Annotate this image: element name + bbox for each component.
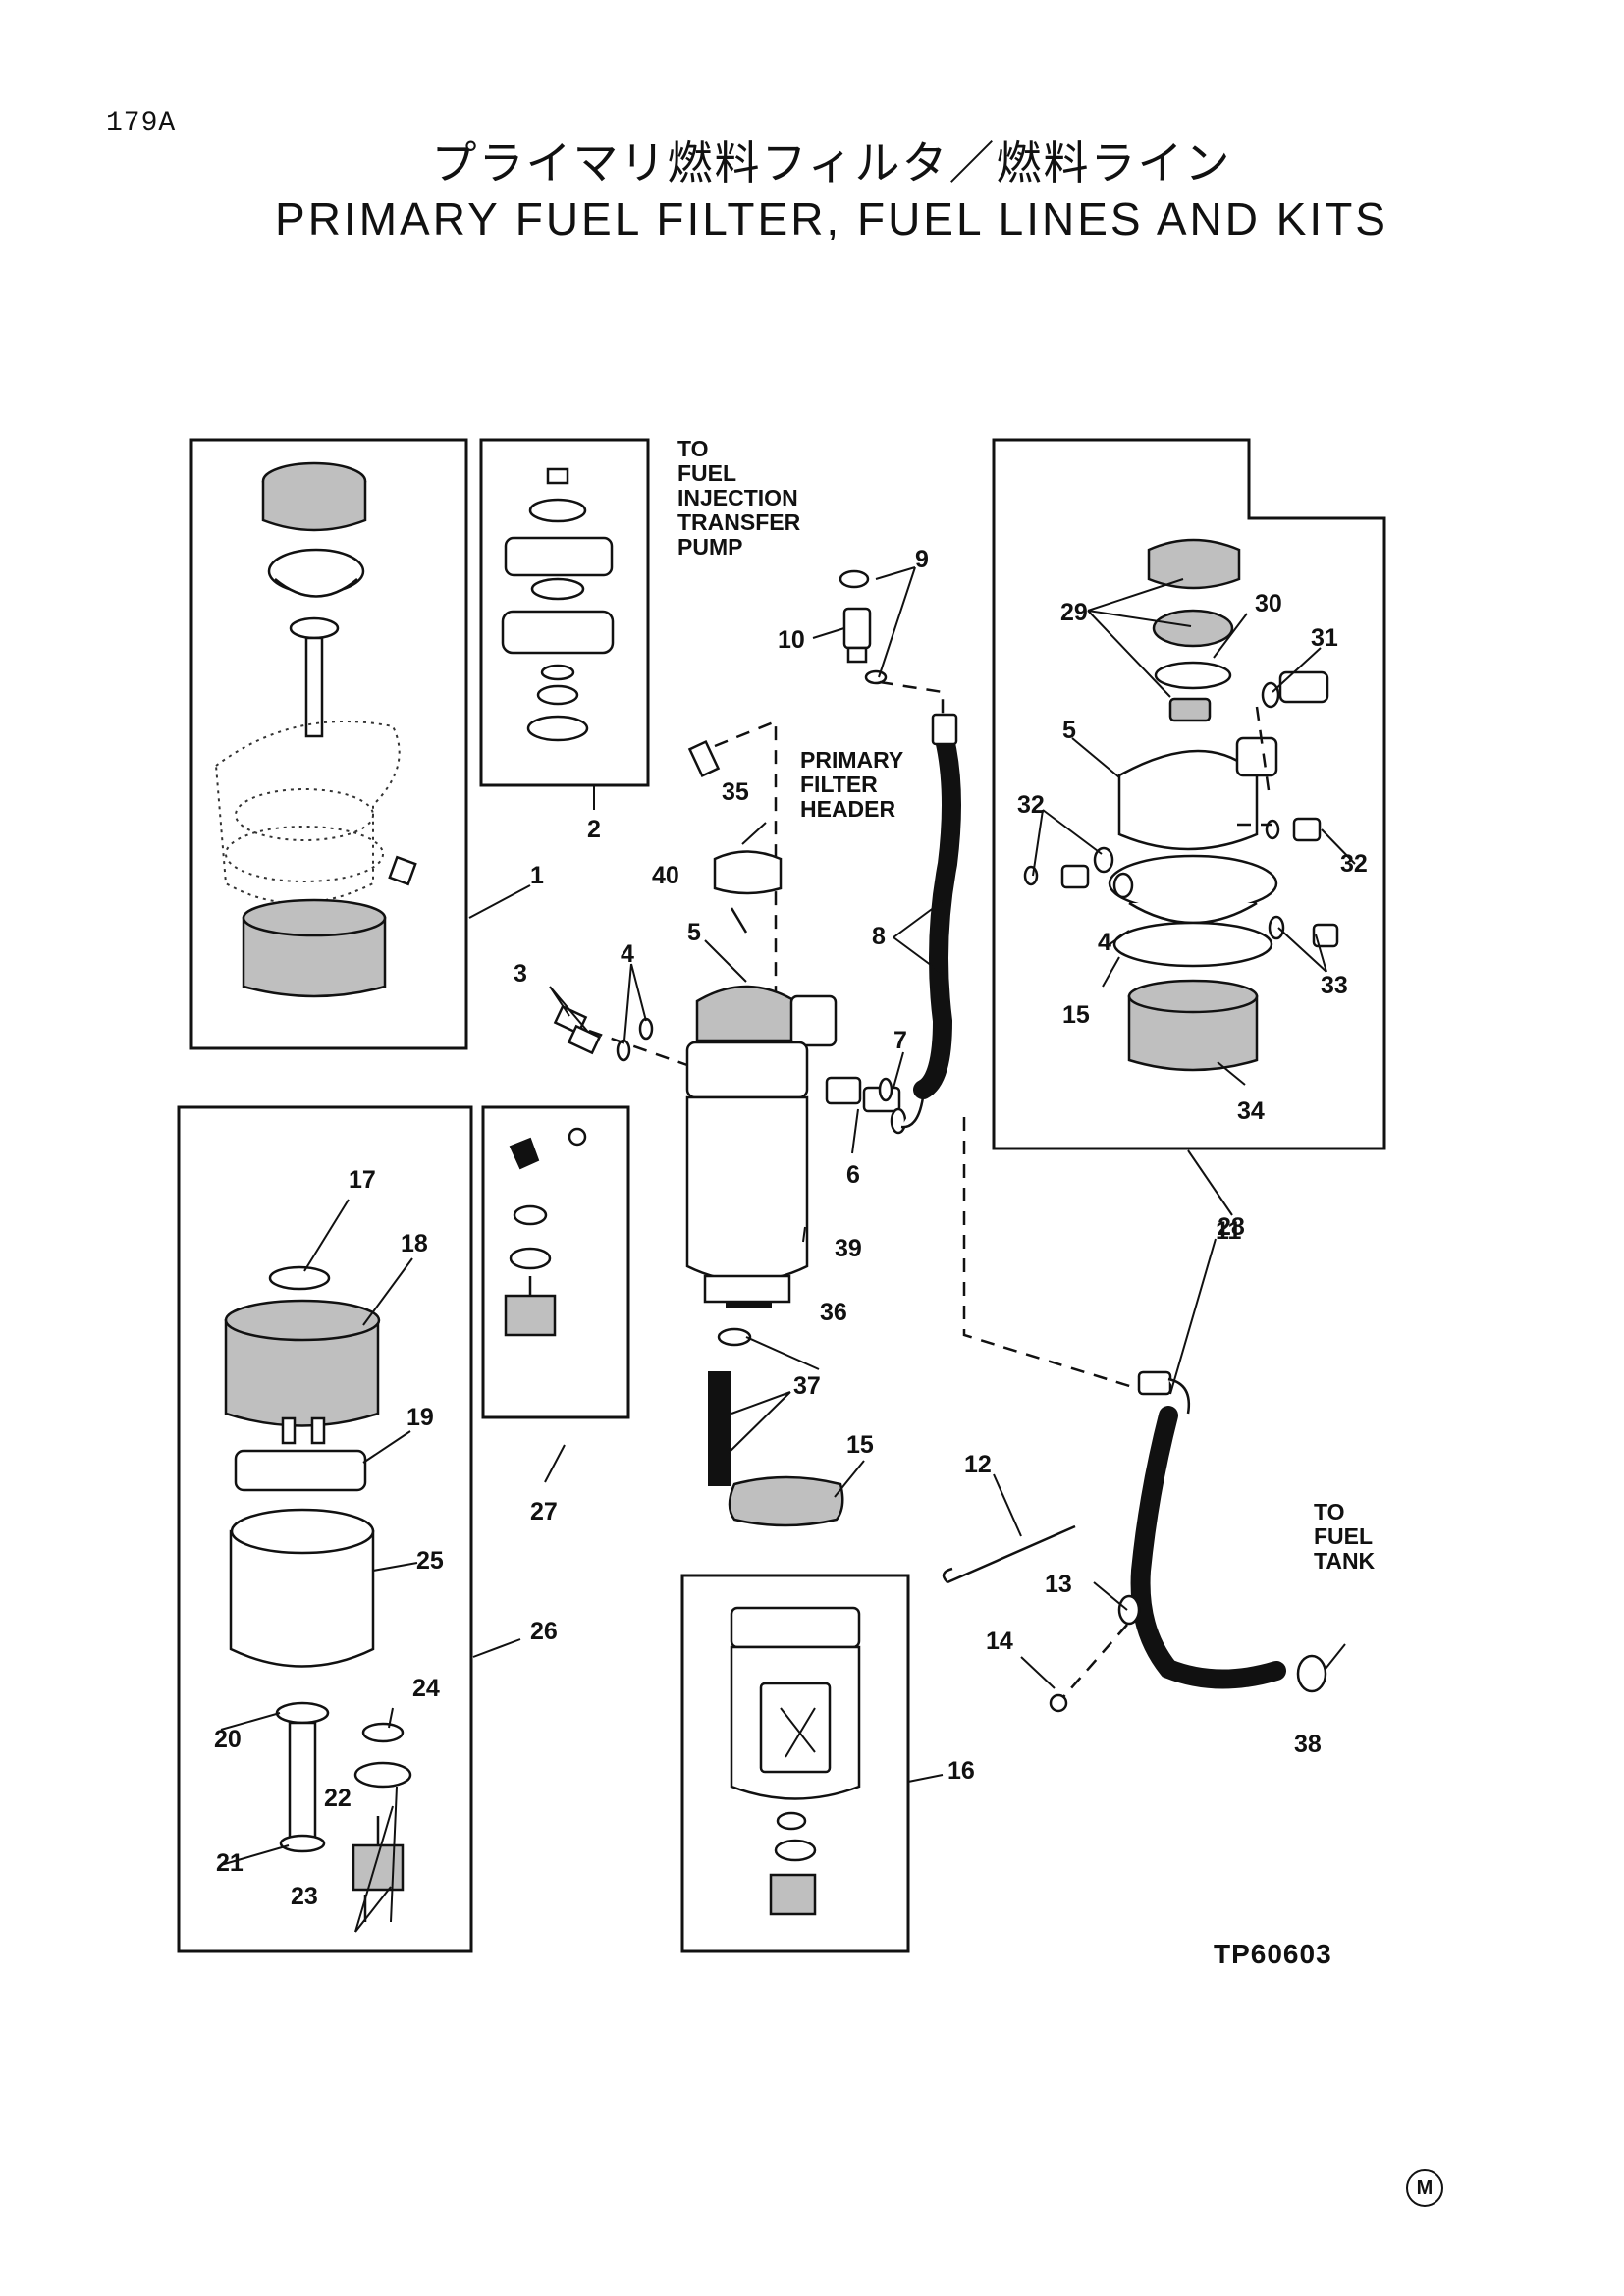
note-to-pump-line-2: FUEL <box>677 460 736 486</box>
callout-16: 16 <box>947 1757 975 1785</box>
callout-40: 40 <box>652 862 679 889</box>
note-header-line-3: HEADER <box>800 796 896 822</box>
callout-12: 12 <box>964 1451 992 1478</box>
callout-32a: 32 <box>1017 791 1045 819</box>
callout-38: 38 <box>1294 1731 1322 1758</box>
callout-5: 5 <box>687 919 701 946</box>
callout-39: 39 <box>835 1235 862 1262</box>
seal-kit-2 <box>501 467 615 742</box>
alternate-header-kit-28 <box>1023 538 1339 1072</box>
kit-box-26 <box>177 1105 473 1953</box>
callout-30: 30 <box>1255 590 1282 617</box>
note-to-pump-line-3: INJECTION <box>677 485 798 510</box>
title-english: PRIMARY FUEL FILTER, FUEL LINES AND KITS <box>275 193 1388 244</box>
fuel-hose-8 <box>913 721 961 1099</box>
callout-24: 24 <box>412 1675 440 1702</box>
callout-2: 2 <box>587 816 601 843</box>
callout-29: 29 <box>1060 599 1088 626</box>
kit-box-1 <box>189 438 468 1050</box>
callout-32b: 32 <box>1340 850 1368 878</box>
corner-mark: M <box>1406 2169 1443 2207</box>
line-to-tank-route <box>962 1117 1140 1391</box>
callout-4b: 4 <box>1098 929 1111 956</box>
note-tank-line-3: TANK <box>1314 1548 1376 1574</box>
callout-11: 11 <box>1216 1217 1242 1245</box>
callout-3: 3 <box>514 960 527 988</box>
callout-10: 10 <box>778 626 805 654</box>
callout-27: 27 <box>530 1498 558 1525</box>
filter-assembly-kit-1 <box>214 461 417 998</box>
callout-34: 34 <box>1237 1097 1265 1125</box>
callout-21: 21 <box>216 1849 244 1877</box>
callout-31: 31 <box>1311 624 1338 652</box>
callout-15: 15 <box>846 1431 874 1459</box>
pump-line-fittings <box>839 569 945 717</box>
callout-33: 33 <box>1321 972 1348 999</box>
callout-numbers: 1 2 3 4 5 6 7 8 9 10 11 12 13 14 15 16 1… <box>214 546 1368 1910</box>
note-primary-filter-header: PRIMARY FILTER HEADER <box>800 747 903 822</box>
callout-13: 13 <box>1045 1571 1072 1598</box>
figure-id: TP60603 <box>1214 1939 1332 1969</box>
note-header-line-2: FILTER <box>800 772 878 797</box>
callout-7: 7 <box>893 1027 907 1054</box>
callout-36: 36 <box>820 1299 847 1326</box>
page-code: 179A <box>106 108 177 138</box>
note-header-line-1: PRIMARY <box>800 747 903 773</box>
leader-lines <box>220 566 1356 1933</box>
tank-hose-assembly <box>942 1370 1327 1713</box>
callout-26: 26 <box>530 1618 558 1645</box>
kit-box-28 <box>992 438 1386 1150</box>
note-to-pump-line-4: TRANSFER <box>677 509 801 535</box>
note-to-fuel-tank: TO FUEL TANK <box>1314 1499 1376 1574</box>
note-to-pump-line-1: TO <box>677 436 709 461</box>
callout-22: 22 <box>324 1785 352 1812</box>
note-tank-line-2: FUEL <box>1314 1523 1373 1549</box>
note-to-pump: TO FUEL INJECTION TRANSFER PUMP <box>677 436 801 560</box>
callout-37: 37 <box>793 1372 821 1400</box>
sediment-bowl-kit-26 <box>224 1265 412 1922</box>
spin-on-filter-kit-16 <box>728 1475 861 1916</box>
kit-box-16 <box>680 1574 910 1953</box>
callout-9: 9 <box>915 546 929 573</box>
note-to-pump-line-5: PUMP <box>677 534 742 560</box>
callout-18: 18 <box>401 1230 428 1257</box>
title-japanese: プライマリ燃料フィルタ／燃料ライン <box>431 136 1232 189</box>
callout-4: 4 <box>621 940 634 968</box>
callout-23: 23 <box>291 1883 318 1910</box>
kit-box-2 <box>479 438 650 787</box>
drain-kit-27 <box>504 1127 587 1337</box>
callout-28: 28 <box>1218 1213 1245 1241</box>
note-tank-line-1: TO <box>1314 1499 1345 1524</box>
callout-8: 8 <box>872 923 886 950</box>
center-filter-assembly <box>553 720 931 1486</box>
callout-5b: 5 <box>1062 717 1076 744</box>
callout-35: 35 <box>722 778 749 806</box>
callout-19: 19 <box>406 1404 434 1431</box>
callout-17: 17 <box>349 1166 376 1194</box>
kit-box-27 <box>481 1105 630 1419</box>
callout-15b: 15 <box>1062 1001 1090 1029</box>
callout-6: 6 <box>846 1161 860 1189</box>
callout-1: 1 <box>530 862 544 889</box>
callout-20: 20 <box>214 1726 242 1753</box>
callout-25: 25 <box>416 1547 444 1575</box>
callout-14: 14 <box>986 1628 1013 1655</box>
